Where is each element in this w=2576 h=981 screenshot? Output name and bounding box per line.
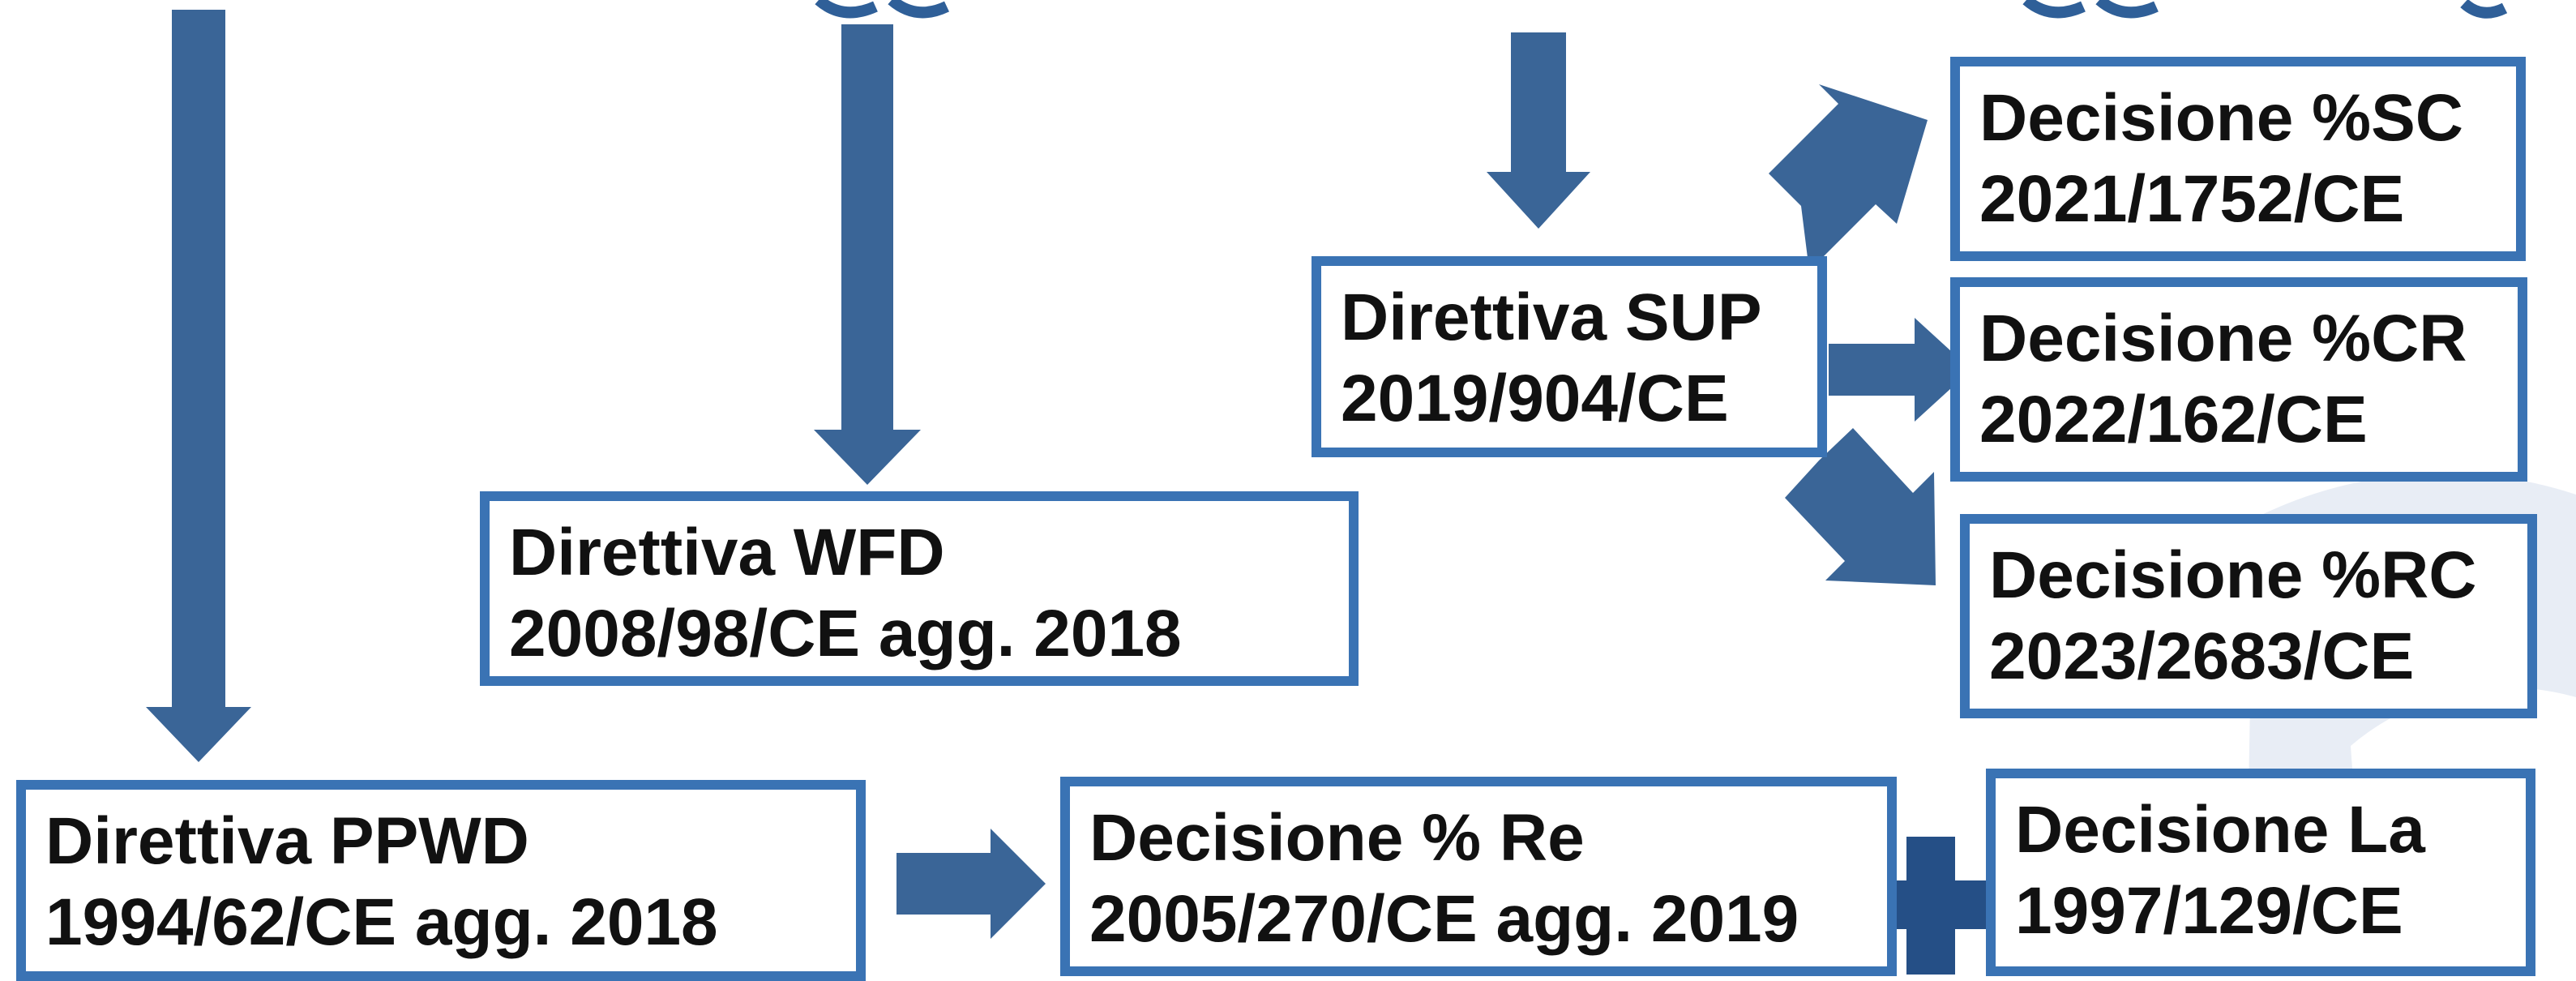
box-sup-line2: 2019/904/CE	[1341, 362, 1729, 435]
box-direttiva-sup: Direttiva SUP 2019/904/CE	[1312, 256, 1827, 457]
plus-icon	[1864, 837, 1997, 975]
box-ppwd-line1: Direttiva PPWD	[45, 804, 529, 878]
box-la-line1: Decisione La	[2015, 793, 2425, 867]
arrow-up-right-sup-to-sc	[1769, 84, 1928, 271]
box-rc-line2: 2023/2683/CE	[1989, 619, 2415, 693]
title-fragment-right	[2022, 0, 2508, 19]
box-decisione-re: Decisione % Re 2005/270/CE agg. 2019	[1060, 777, 1897, 976]
arrow-down-wfd	[814, 24, 921, 485]
box-rc-line1: Decisione %RC	[1989, 538, 2477, 612]
box-decisione-la: Decisione La 1997/129/CE	[1986, 769, 2535, 976]
arrow-right-ppwd-to-re	[896, 829, 1046, 939]
box-cr-line2: 2022/162/CE	[1979, 383, 2368, 456]
box-ppwd-line2: 1994/62/CE agg. 2018	[45, 885, 718, 959]
box-sc-line1: Decisione %SC	[1979, 81, 2463, 155]
box-decisione-sc: Decisione %SC 2021/1752/CE	[1950, 57, 2526, 261]
box-wfd-line1: Direttiva WFD	[509, 516, 945, 589]
box-wfd-line2: 2008/98/CE agg. 2018	[509, 597, 1182, 670]
box-sc-line2: 2021/1752/CE	[1979, 162, 2405, 236]
title-fragment-left	[815, 0, 949, 19]
box-decisione-rc: Decisione %RC 2023/2683/CE	[1960, 514, 2537, 718]
box-direttiva-wfd: Direttiva WFD 2008/98/CE agg. 2018	[480, 491, 1359, 686]
box-re-line1: Decisione % Re	[1089, 801, 1585, 875]
arrow-right-sup-to-cr	[1829, 318, 1971, 422]
arrow-down-sup	[1487, 32, 1590, 229]
box-re-line2: 2005/270/CE agg. 2019	[1089, 882, 1799, 956]
arrow-down-ppwd	[146, 10, 251, 762]
box-la-line2: 1997/129/CE	[2015, 874, 2403, 948]
arrow-down-right-sup-to-rc	[1785, 428, 1936, 585]
box-sup-line1: Direttiva SUP	[1341, 281, 1762, 354]
box-direttiva-ppwd: Direttiva PPWD 1994/62/CE agg. 2018	[16, 780, 866, 981]
box-cr-line1: Decisione %CR	[1979, 302, 2467, 375]
box-decisione-cr: Decisione %CR 2022/162/CE	[1950, 277, 2527, 482]
